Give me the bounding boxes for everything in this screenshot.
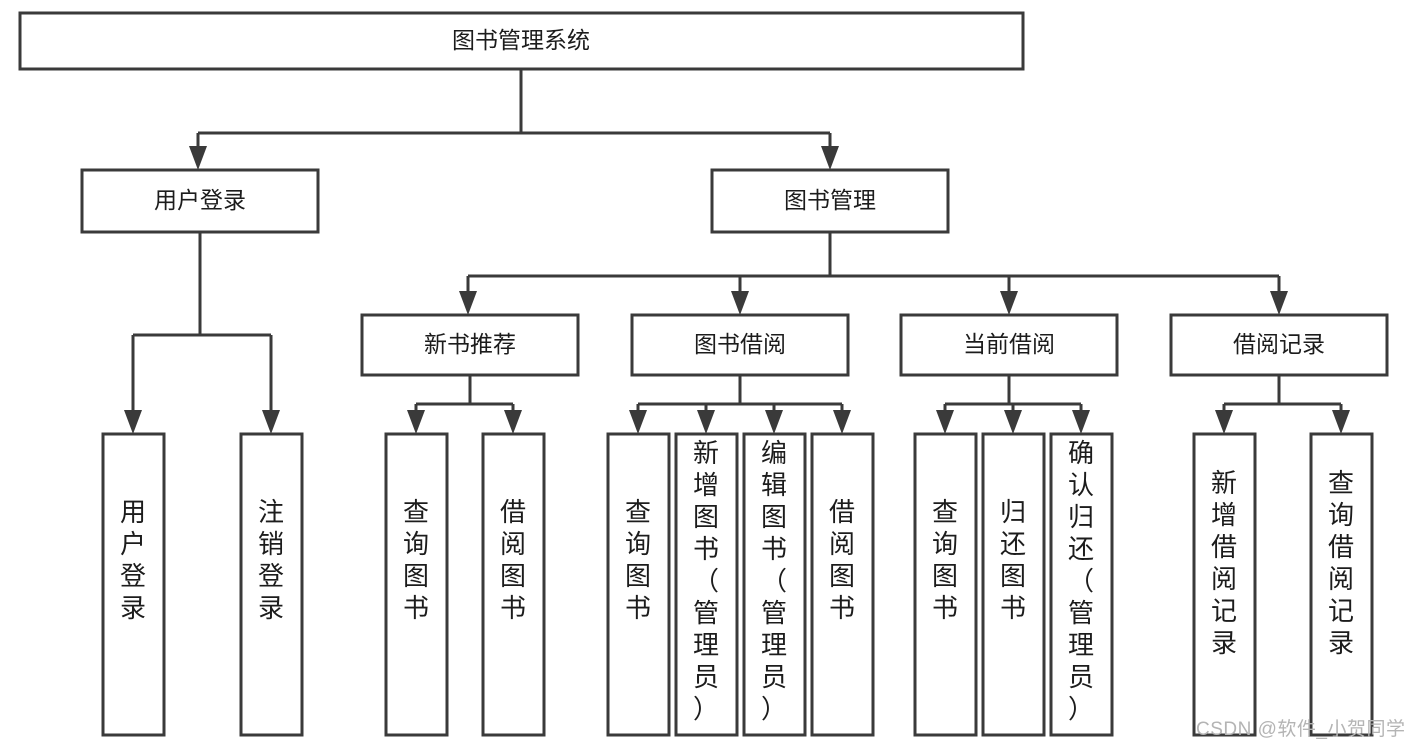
arrow-bookborrow-leaf-4 (833, 410, 851, 434)
node-user-login-label: 用户登录 (154, 187, 246, 213)
arrow-borrowrecords-leaf-2 (1332, 410, 1350, 434)
leaf-query-book-3-box[interactable] (913, 432, 978, 737)
leaf-confirm-return-label: 确认归还（管理员） (1068, 438, 1094, 724)
csdn-watermark: CSDN @软件_小贺同学 (1196, 718, 1405, 740)
leaf-borrow-book-1[interactable]: 借阅图书 (481, 432, 546, 737)
node-book-borrow[interactable]: 图书借阅 (630, 313, 850, 377)
node-new-book-recommend-label: 新书推荐 (424, 331, 516, 357)
arrow-userlogin-leaf-1 (124, 410, 142, 434)
leaf-user-login-label: 用户登录 (120, 497, 146, 623)
leaf-logout-box[interactable] (239, 432, 304, 737)
node-current-borrow[interactable]: 当前借阅 (899, 313, 1119, 377)
arrow-bookborrow-leaf-3 (765, 410, 783, 434)
leaf-borrow-book-1-box[interactable] (481, 432, 546, 737)
leaf-borrow-book-2[interactable]: 借阅图书 (810, 432, 875, 737)
arrow-bookborrow-leaf-1 (629, 410, 647, 434)
arrow-bookmgmt-to-borrow-records (1270, 291, 1288, 315)
arrow-newbook-leaf-2 (504, 410, 522, 434)
arrow-root-to-user-login (189, 146, 207, 170)
node-book-management-box[interactable] (710, 168, 950, 234)
node-borrow-records-box[interactable] (1169, 313, 1389, 377)
node-user-login-box[interactable] (80, 168, 320, 234)
node-book-management[interactable]: 图书管理 (710, 168, 950, 234)
leaf-query-record-box[interactable] (1309, 432, 1374, 737)
leaf-borrow-book-2-label: 借阅图书 (829, 497, 855, 623)
node-book-management-label: 图书管理 (784, 187, 876, 213)
arrow-currentborrow-leaf-3 (1072, 410, 1090, 434)
arrow-bookmgmt-to-current-borrow (1000, 291, 1018, 315)
node-root[interactable]: 图书管理系统 (18, 11, 1025, 71)
node-new-book-recommend[interactable]: 新书推荐 (360, 313, 580, 377)
arrow-bookmgmt-to-book-borrow (731, 291, 749, 315)
arrow-currentborrow-leaf-1 (936, 410, 954, 434)
leaf-add-book-box[interactable] (674, 432, 739, 737)
node-book-borrow-label: 图书借阅 (694, 331, 786, 357)
leaf-return-book-label: 归还图书 (1000, 497, 1026, 623)
leaf-user-login[interactable]: 用户登录 (101, 432, 166, 737)
node-user-login[interactable]: 用户登录 (80, 168, 320, 234)
leaf-add-record-label: 新增借阅记录 (1211, 468, 1237, 658)
leaf-confirm-return[interactable]: 确认归还（管理员） (1049, 432, 1114, 737)
leaf-query-record-label: 查询借阅记录 (1328, 468, 1354, 658)
node-current-borrow-box[interactable] (899, 313, 1119, 377)
leaf-return-book-box[interactable] (981, 432, 1046, 737)
node-new-book-recommend-box[interactable] (360, 313, 580, 377)
arrow-root-to-book-management (821, 146, 839, 170)
leaf-edit-book-label: 编辑图书（管理员） (761, 438, 787, 724)
node-borrow-records-label: 借阅记录 (1233, 331, 1325, 357)
leaf-add-record-box[interactable] (1192, 432, 1257, 737)
leaf-query-book-2[interactable]: 查询图书 (606, 432, 671, 737)
leaf-borrow-book-1-label: 借阅图书 (500, 497, 526, 623)
node-root-label: 图书管理系统 (452, 27, 590, 53)
leaf-query-book-2-label: 查询图书 (625, 497, 651, 623)
leaf-edit-book[interactable]: 编辑图书（管理员） (742, 432, 807, 737)
arrow-userlogin-leaf-2 (262, 410, 280, 434)
leaf-add-record[interactable]: 新增借阅记录 (1192, 432, 1257, 737)
leaf-query-book-1-label: 查询图书 (403, 497, 429, 623)
node-root-box[interactable] (18, 11, 1025, 71)
leaf-confirm-return-box[interactable] (1049, 432, 1114, 737)
arrow-borrowrecords-leaf-1 (1215, 410, 1233, 434)
arrow-bookmgmt-to-new-book (459, 291, 477, 315)
node-book-borrow-box[interactable] (630, 313, 850, 377)
leaf-edit-book-box[interactable] (742, 432, 807, 737)
leaf-query-book-3[interactable]: 查询图书 (913, 432, 978, 737)
node-current-borrow-label: 当前借阅 (963, 331, 1055, 357)
leaf-add-book-label: 新增图书（管理员） (693, 438, 719, 724)
leaf-add-book[interactable]: 新增图书（管理员） (674, 432, 739, 737)
leaf-query-book-1-box[interactable] (384, 432, 449, 737)
connectors-layer (124, 69, 1350, 434)
leaf-return-book[interactable]: 归还图书 (981, 432, 1046, 737)
leaf-user-login-box[interactable] (101, 432, 166, 737)
leaf-query-record[interactable]: 查询借阅记录 (1309, 432, 1374, 737)
arrow-currentborrow-leaf-2 (1004, 410, 1022, 434)
arrow-bookborrow-leaf-2 (697, 410, 715, 434)
arrow-newbook-leaf-1 (407, 410, 425, 434)
leaf-query-book-1[interactable]: 查询图书 (384, 432, 449, 737)
leaf-logout-label: 注销登录 (258, 497, 284, 623)
leaf-query-book-2-box[interactable] (606, 432, 671, 737)
node-borrow-records[interactable]: 借阅记录 (1169, 313, 1389, 377)
leaf-logout[interactable]: 注销登录 (239, 432, 304, 737)
leaf-query-book-3-label: 查询图书 (932, 497, 958, 623)
leaf-borrow-book-2-box[interactable] (810, 432, 875, 737)
